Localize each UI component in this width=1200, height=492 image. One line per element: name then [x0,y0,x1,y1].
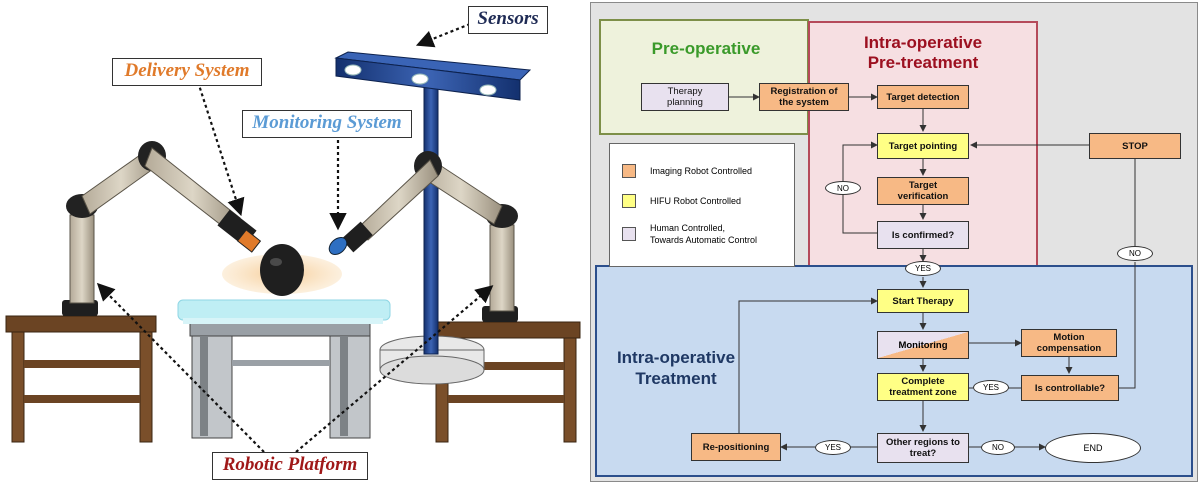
legend-label: Human Controlled, Towards Automatic Cont… [650,223,758,245]
pre-operative-region [599,19,809,135]
robotic-platform-label: Robotic Platform [222,454,358,475]
legend-item: HIFU Robot Controlled [622,194,741,208]
patient-table [177,299,391,439]
left-robot-arm [62,141,262,316]
legend-swatch [622,164,636,178]
decision-yes-confirm: YES [905,261,941,276]
legend-swatch [622,194,636,208]
workflow-flowchart: Pre-operative Intra-operative Pre-treatm… [590,2,1198,482]
node-monitoring-label: Monitoring [898,339,948,351]
node-target-pointing: Target pointing [877,133,969,159]
robotic-system-illustration: Sensors Delivery System Monitoring Syste… [0,0,585,487]
decision-no-other: NO [981,440,1015,455]
node-motion-compensation: Motion compensation [1021,329,1117,357]
decision-no-confirm: NO [825,181,861,195]
legend-label: HIFU Robot Controlled [650,196,742,206]
monitoring-system-label: Monitoring System [252,112,402,133]
legend-swatch [622,227,636,241]
delivery-system-callout: Delivery System [112,58,262,86]
node-registration: Registration of the system [759,83,849,111]
sensors-callout: Sensors [468,6,548,34]
intra-treatment-title: Intra-operative Treatment [616,348,736,388]
node-target-verification: Target verification [877,177,969,205]
legend: Imaging Robot Controlled HIFU Robot Cont… [609,143,795,267]
legend-item: Human Controlled, Towards Automatic Cont… [622,222,757,246]
node-complete-zone: Complete treatment zone [877,373,969,401]
delivery-system-label: Delivery System [124,60,250,81]
node-is-confirmed: Is confirmed? [877,221,969,249]
decision-yes-controllable: YES [973,380,1009,395]
robot-scene-drawing [5,22,581,453]
sensors-label: Sensors [477,8,539,29]
decision-yes-other: YES [815,440,851,455]
node-monitoring: Monitoring [877,331,969,359]
robotic-platform-callout: Robotic Platform [212,452,368,480]
node-start-therapy: Start Therapy [877,289,969,313]
node-repositioning: Re-positioning [691,433,781,461]
node-is-controllable: Is controllable? [1021,375,1119,401]
right-wooden-table [429,321,581,443]
pre-operative-title: Pre-operative [651,39,761,58]
node-target-detection: Target detection [877,85,969,109]
legend-label: Imaging Robot Controlled [650,166,753,176]
legend-item: Imaging Robot Controlled [622,164,752,178]
node-end: END [1045,433,1141,463]
intra-pretreatment-title: Intra-operative Pre-treatment [863,33,983,72]
node-other-regions: Other regions to treat? [877,433,969,463]
node-stop: STOP [1089,133,1181,159]
node-therapy-planning: Therapy planning [641,83,729,111]
left-wooden-table [5,315,157,443]
right-robot-arm [328,151,518,322]
monitoring-system-callout: Monitoring System [242,110,412,138]
callout-arrows [96,22,494,453]
decision-no-stop: NO [1117,246,1153,261]
